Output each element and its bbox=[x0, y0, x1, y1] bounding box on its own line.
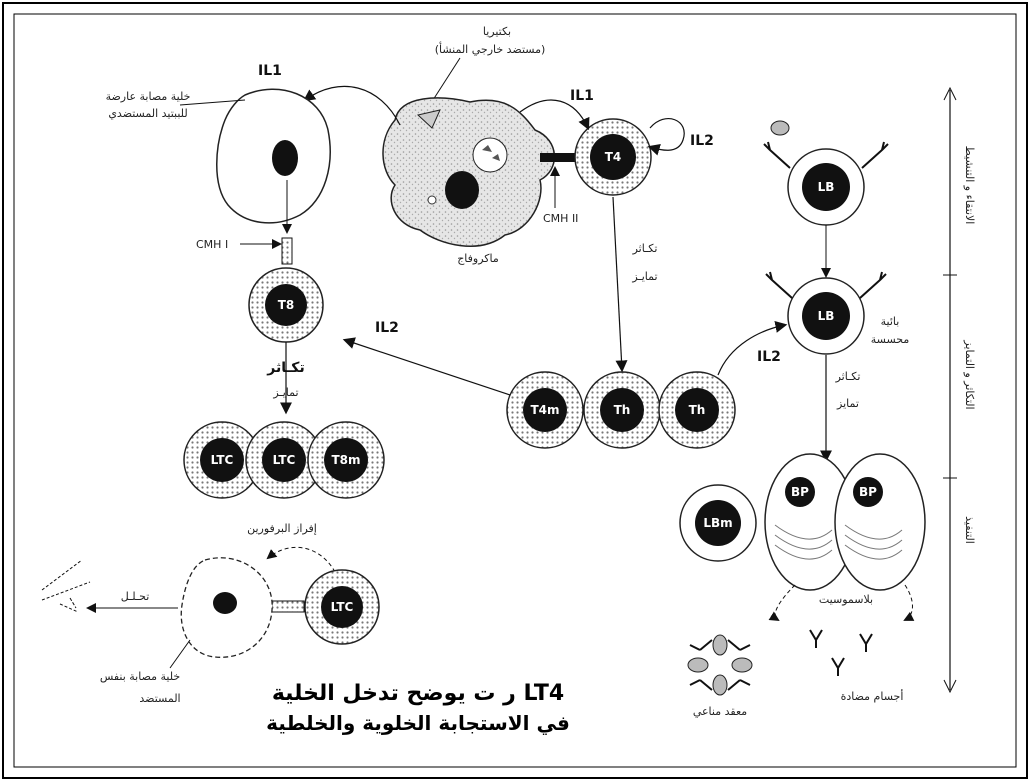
antigen-on-bcr bbox=[770, 120, 790, 136]
caption-line-2: في الاستجابة الخلوية والخلطية bbox=[266, 711, 570, 736]
perforin-bar bbox=[271, 600, 305, 613]
ltc-label-2: LTC bbox=[273, 453, 296, 467]
t4-diff-label: تمايـز bbox=[631, 270, 657, 283]
il2-mid-label: IL2 bbox=[375, 320, 399, 336]
ltc-nucleus-3 bbox=[321, 586, 363, 628]
antibody-icons bbox=[809, 629, 873, 676]
phase-axis-bottom-arrow bbox=[943, 679, 957, 694]
secretion-arrow-left bbox=[768, 584, 796, 622]
il2-arrow-to-t8 bbox=[342, 337, 511, 396]
infected-same-pointer bbox=[169, 639, 191, 669]
phagosome bbox=[472, 137, 508, 173]
target-nucleus bbox=[213, 592, 237, 614]
cmh1-receptor bbox=[281, 237, 293, 265]
t4-label: T4 bbox=[605, 150, 622, 164]
ltc-nucleus-2 bbox=[262, 438, 306, 482]
phase-2-label: التكاثر و التمايز bbox=[963, 339, 976, 409]
sensitized-label-1: بائية bbox=[881, 315, 900, 328]
lb-prolif-label: تكـاثر bbox=[835, 370, 861, 383]
antigen-fragments bbox=[482, 145, 500, 161]
lbm-label: LBm bbox=[703, 516, 732, 530]
t4m-nucleus bbox=[523, 388, 567, 432]
th-nucleus-2 bbox=[675, 388, 719, 432]
rer-lines-2 bbox=[844, 524, 903, 560]
macrophage-nucleus bbox=[445, 171, 479, 209]
immune-complex-icon bbox=[687, 634, 753, 696]
cmh2-bar bbox=[540, 153, 580, 162]
macrophage bbox=[382, 97, 556, 247]
ltc-nucleus-1 bbox=[200, 438, 244, 482]
bp-nucleus-2 bbox=[853, 477, 883, 507]
bp-label-2: BP bbox=[859, 485, 877, 499]
infected-pointer bbox=[179, 99, 246, 106]
bp-label-1: BP bbox=[791, 485, 809, 499]
lb-label-2: LB bbox=[818, 309, 835, 323]
th-label-1: Th bbox=[614, 403, 631, 417]
lb-diff-label: تمايز bbox=[836, 397, 859, 410]
plasmocyte-label: بلاسموسيت bbox=[819, 593, 873, 606]
perforin-label: إفراز البرفورين bbox=[247, 522, 317, 535]
il2-t4-label: IL2 bbox=[690, 133, 714, 149]
inner-frame bbox=[13, 13, 1017, 768]
infected-cell-label-2: للببتيد المستضدي bbox=[108, 107, 187, 120]
t8-diff-label: تمايـز bbox=[272, 386, 298, 399]
il1-right-label: IL1 bbox=[570, 88, 594, 104]
plasmocyte-2 bbox=[834, 453, 926, 591]
bp-nucleus-1 bbox=[785, 477, 815, 507]
lb-nucleus-1 bbox=[802, 163, 850, 211]
phase-3-label: التنفيذ bbox=[963, 516, 976, 544]
lb-label-1: LB bbox=[818, 180, 835, 194]
bacteria-pointer bbox=[432, 57, 461, 101]
th-nucleus-1 bbox=[600, 388, 644, 432]
bacteria-icon bbox=[416, 109, 441, 129]
lysed-cell-debris bbox=[41, 559, 91, 613]
vesicle bbox=[427, 195, 437, 205]
ltc-label-3: LTC bbox=[331, 600, 354, 614]
cmh1-label: CMH I bbox=[196, 238, 228, 251]
infected-same-label-1: خلية مصابة بنفس bbox=[100, 670, 180, 683]
t8-label: T8 bbox=[278, 298, 295, 312]
il1-arrow-to-infected bbox=[303, 85, 401, 126]
bcr-receptors-1 bbox=[763, 141, 889, 169]
ltc-label-1: LTC bbox=[211, 453, 234, 467]
macrophage-label: ماكروفاج bbox=[457, 252, 499, 265]
antibodies-label: أجسام مضادة bbox=[841, 689, 904, 703]
il1-arrow-to-t4 bbox=[519, 99, 590, 131]
bcr-receptors-2 bbox=[765, 271, 887, 299]
caption-line-1: ر ت يوضح تدخل الخلية LT4 bbox=[272, 681, 564, 706]
il2-arrow-to-lb bbox=[717, 321, 788, 376]
t8-nucleus bbox=[265, 284, 307, 326]
immune-complex-label: معقد مناعي bbox=[693, 705, 747, 718]
lysis-label: تحـلـل bbox=[121, 590, 150, 603]
secretion-arrow-right bbox=[903, 584, 915, 621]
infected-nucleus bbox=[272, 140, 298, 176]
t4-prolif-arrow bbox=[612, 196, 628, 373]
phase-1-label: الانتقاء و التنشيط bbox=[963, 146, 976, 225]
t4-prolif-label: تكـاثر bbox=[632, 242, 658, 255]
perforin-arrow bbox=[266, 546, 336, 573]
th-label-2: Th bbox=[689, 403, 706, 417]
t4-nucleus bbox=[590, 134, 636, 180]
t8m-label: T8m bbox=[331, 453, 360, 467]
rer-lines-1 bbox=[774, 524, 833, 560]
t8-prolif-label: تكـاثر bbox=[266, 360, 304, 376]
bacteria-subtitle: (مستضد خارجي المنشأ) bbox=[435, 41, 546, 56]
t4m-label: T4m bbox=[530, 403, 559, 417]
il2-right-label: IL2 bbox=[757, 349, 781, 365]
phase-axis-top-arrow bbox=[943, 86, 957, 101]
infected-cell-label-1: خلية مصابة عارضة bbox=[106, 90, 191, 103]
il1-left-label: IL1 bbox=[258, 63, 282, 79]
il2-autocrine-arrow bbox=[647, 118, 685, 156]
cmh2-label: CMH II bbox=[543, 212, 578, 225]
lbm-nucleus bbox=[695, 500, 741, 546]
sensitized-label-2: محسسة bbox=[871, 333, 910, 346]
infected-same-label-2: المستضد bbox=[139, 692, 180, 705]
t8m-nucleus bbox=[324, 438, 368, 482]
bacteria-title: بكتيريا bbox=[483, 25, 511, 38]
lb-nucleus-2 bbox=[802, 292, 850, 340]
